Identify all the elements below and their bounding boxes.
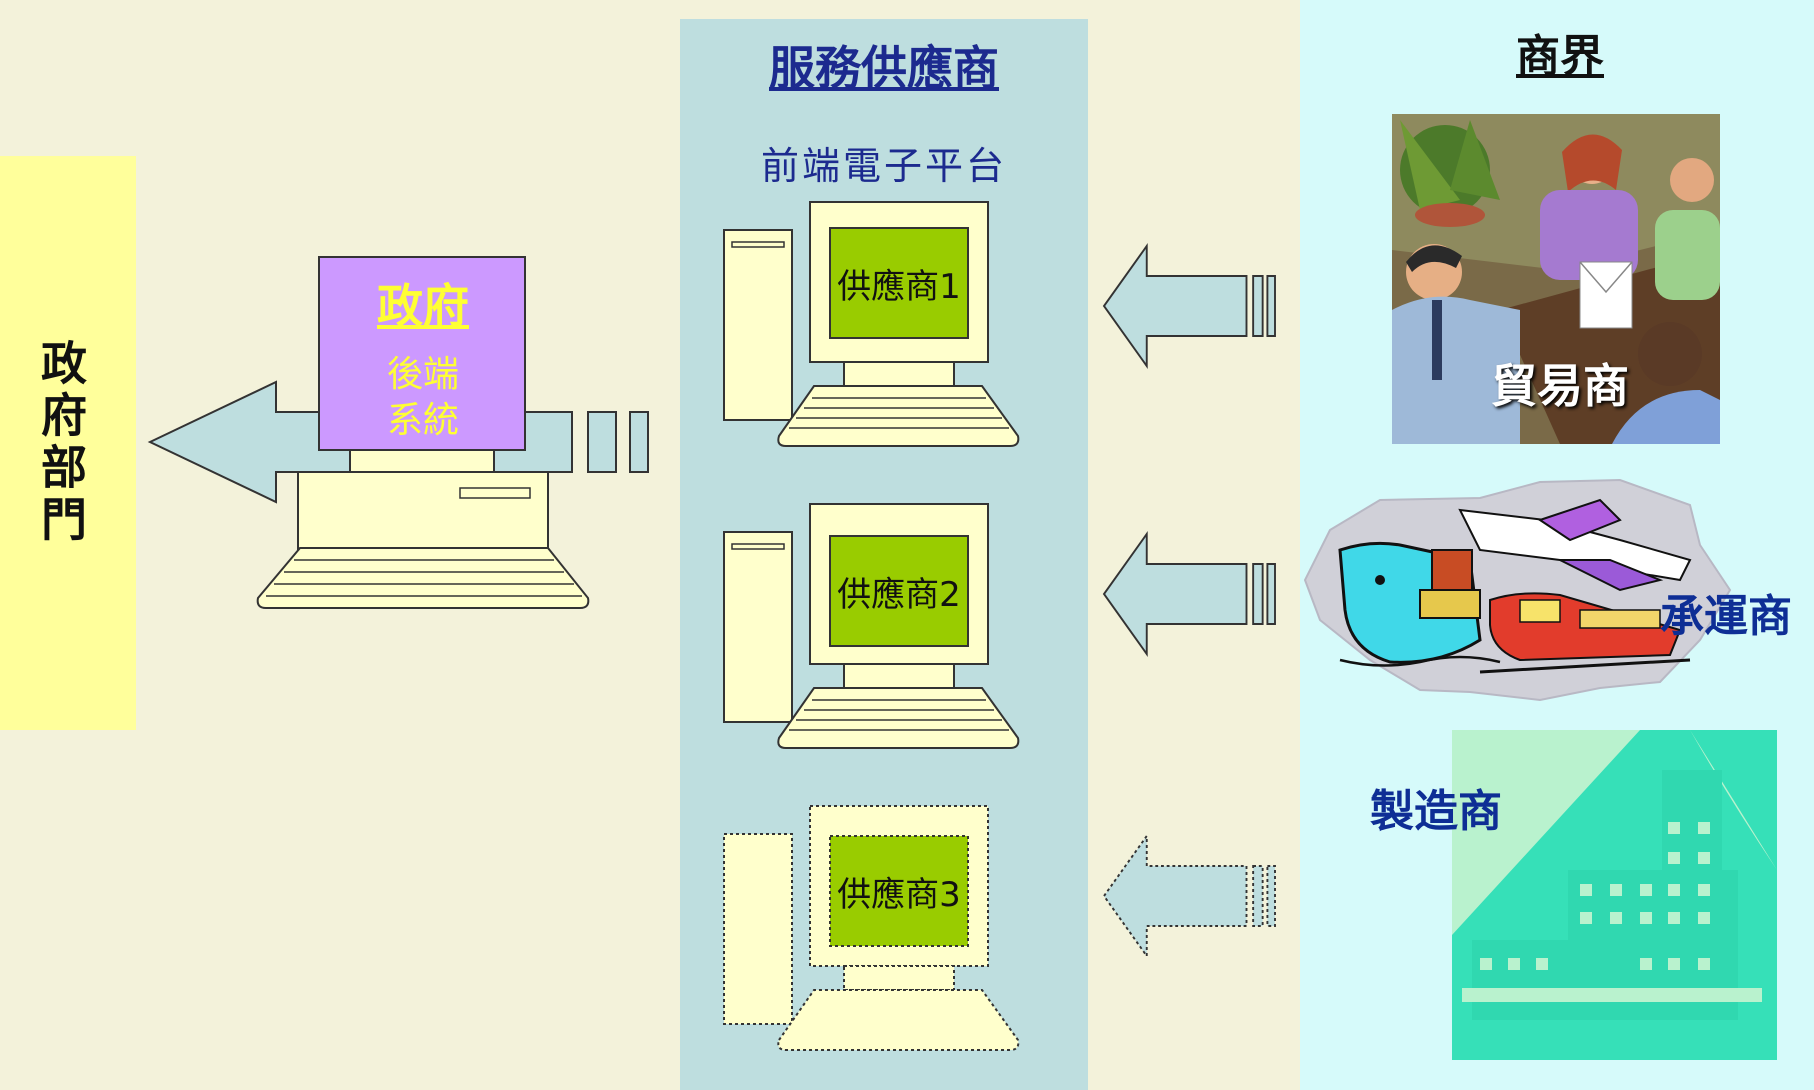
government-monitor-screen	[318, 256, 526, 451]
provider-screen-3	[829, 835, 969, 947]
service-provider-subtitle: 前端電子平台	[760, 144, 1007, 188]
provider-screen-1	[829, 227, 969, 339]
government-subtitle-line2: 系統	[386, 400, 459, 441]
manufacturer-label: 製造商	[1370, 786, 1502, 837]
government-subtitle-line1: 後端	[386, 354, 459, 395]
provider-label-3: 供應商3	[837, 874, 961, 915]
service-provider-title: 服務供應商	[769, 41, 999, 95]
provider-computer-2	[723, 503, 1020, 749]
government-dept-panel	[0, 156, 136, 730]
government-subtitle: 後端 系統	[320, 352, 526, 444]
manufacturer-clipart	[1452, 730, 1777, 1060]
government-dept-label: 政府部門	[34, 339, 88, 547]
arrow-trader-to-provider	[1103, 245, 1276, 367]
provider-label-2: 供應商2	[837, 574, 961, 615]
government-title: 政府	[377, 279, 469, 333]
trader-label: 貿易商	[1491, 359, 1629, 413]
trader-clipart	[1392, 114, 1720, 444]
arrow-manufacturer-to-provider	[1102, 833, 1276, 959]
arrow-carrier-to-provider	[1103, 533, 1276, 655]
carrier-clipart	[1303, 478, 1732, 702]
provider-computer-3	[723, 805, 1020, 1051]
provider-computer-1	[723, 201, 1020, 447]
business-title: 商界	[1516, 31, 1604, 82]
carrier-label: 承運商	[1660, 591, 1792, 642]
government-computer	[256, 467, 590, 609]
provider-screen-2	[829, 535, 969, 647]
provider-label-1: 供應商1	[837, 266, 961, 307]
